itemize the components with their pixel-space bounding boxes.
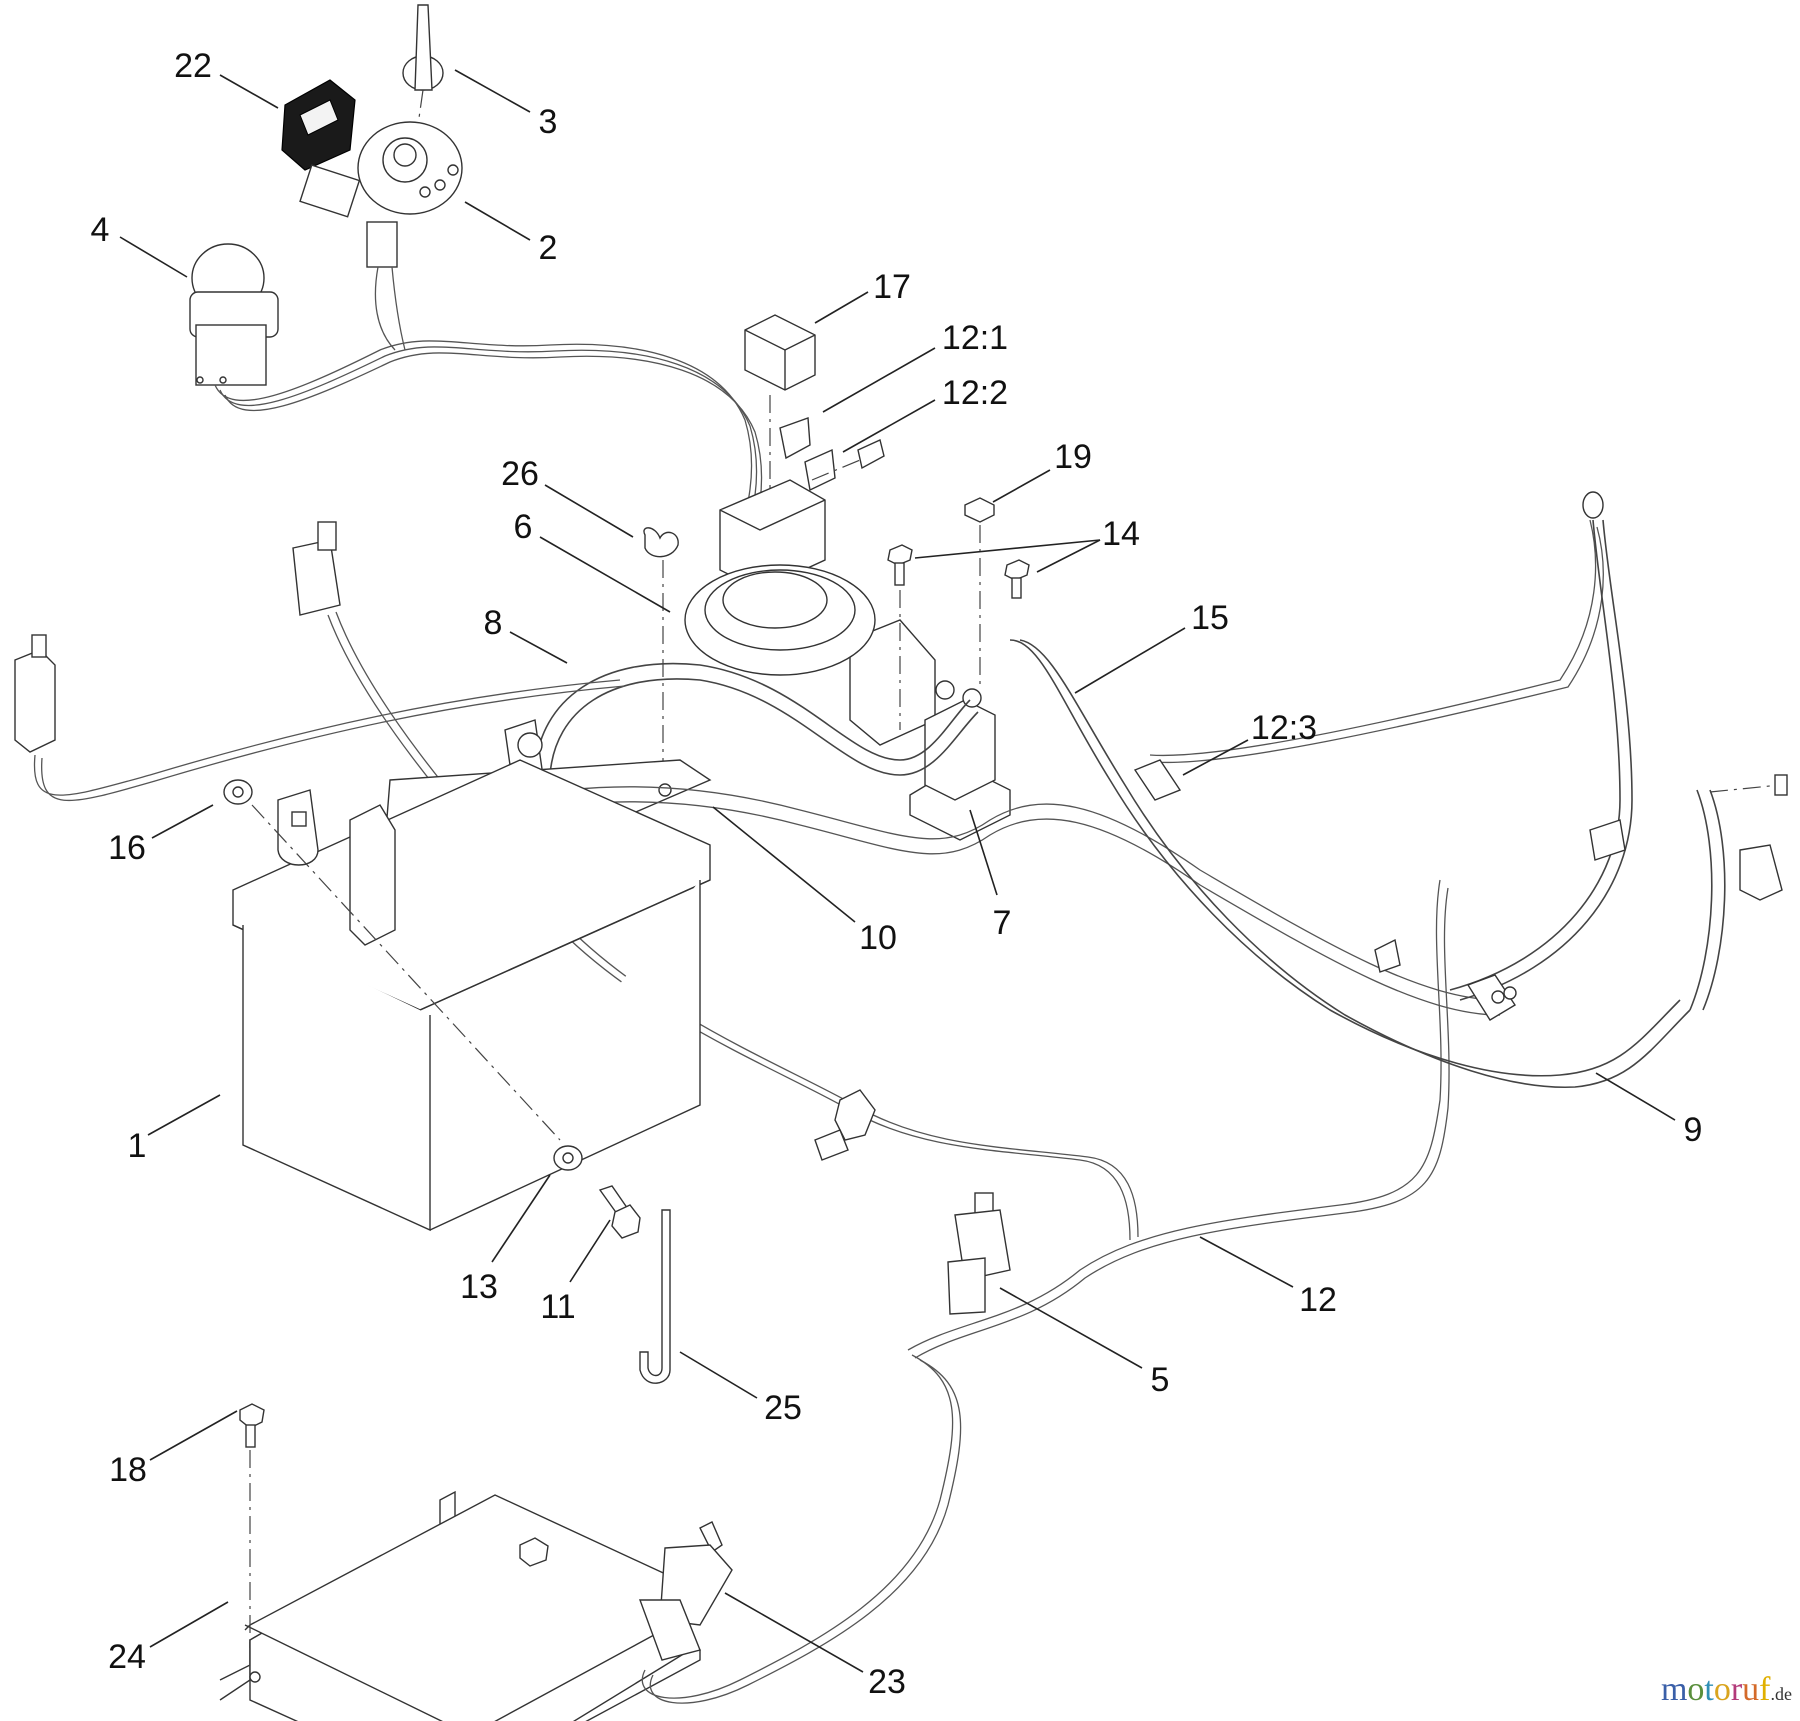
- leader-3: [454, 69, 531, 113]
- leader-11: [569, 1219, 611, 1283]
- callout-17: 17: [873, 268, 911, 306]
- leader-22: [219, 74, 279, 109]
- leader-12-3: [1182, 739, 1249, 776]
- washer-bolt-part: [553, 1145, 641, 1239]
- callout-12-3: 12:3: [1250, 709, 1318, 747]
- seat-switch-part: [638, 1521, 733, 1661]
- relay-connector-block-part: [281, 79, 356, 171]
- leader-23: [724, 1592, 864, 1673]
- callout-23: 23: [868, 1663, 906, 1701]
- leader-10: [712, 806, 856, 923]
- callout-6: 6: [513, 508, 533, 546]
- callout-12-2: 12:2: [941, 374, 1009, 412]
- callout-3: 3: [538, 103, 558, 141]
- leader-12-2: [842, 399, 936, 453]
- bolts-and-nut-part: [887, 497, 1030, 730]
- ignition-switch-part: [299, 121, 463, 351]
- callout-4: 4: [90, 211, 110, 249]
- leader-2: [464, 201, 531, 241]
- watermark-letter: u: [1742, 1671, 1760, 1708]
- watermark-letter: o: [1713, 1671, 1731, 1708]
- callout-19: 19: [1054, 438, 1092, 476]
- callout-7: 7: [992, 904, 1012, 942]
- leader-24: [149, 1601, 229, 1648]
- callout-22: 22: [174, 47, 212, 85]
- callout-13: 13: [460, 1268, 498, 1306]
- callout-15: 15: [1191, 599, 1229, 637]
- leader-6: [539, 536, 671, 613]
- callout-24: 24: [108, 1638, 146, 1676]
- leader-16: [151, 804, 214, 839]
- fuse-cover-part: [684, 564, 936, 746]
- callout-18: 18: [109, 1451, 147, 1489]
- leader-lines: [119, 69, 1676, 1673]
- leader-13: [491, 1174, 551, 1263]
- callout-10: 10: [859, 919, 897, 957]
- leader-12: [1199, 1236, 1294, 1288]
- leader-14a: [914, 539, 1101, 559]
- fuse-block-part: [719, 479, 826, 591]
- callout-9: 9: [1683, 1111, 1703, 1149]
- leader-17: [814, 291, 869, 324]
- watermark-letter: t: [1704, 1671, 1714, 1708]
- terminal-boot-part: [223, 779, 561, 1141]
- solenoid-part: [909, 680, 1011, 841]
- left-harness-part: [14, 634, 626, 802]
- callout-25: 25: [764, 1389, 802, 1427]
- leader-9: [1595, 1072, 1676, 1121]
- leader-5: [999, 1287, 1143, 1369]
- callout-1: 1: [127, 1127, 147, 1165]
- tray-part: [219, 1490, 701, 1721]
- callout-16: 16: [108, 829, 146, 867]
- leader-7: [969, 809, 998, 896]
- leader-25: [679, 1351, 758, 1399]
- watermark-logo: motoruf.de: [1661, 1671, 1792, 1709]
- callout-14: 14: [1102, 515, 1140, 553]
- rod-part: [639, 1209, 671, 1384]
- battery-part: [232, 759, 711, 1232]
- leader-19: [992, 469, 1051, 503]
- callout-5: 5: [1150, 1361, 1170, 1399]
- ignition-key-part: [402, 4, 444, 126]
- pto-switch-part: [189, 243, 279, 386]
- leader-8: [509, 631, 568, 664]
- relay-part: [744, 314, 816, 520]
- watermark-letter: m: [1660, 1671, 1688, 1708]
- callout-12-1: 12:1: [941, 319, 1009, 357]
- callout-11: 11: [540, 1288, 576, 1326]
- callout-8: 8: [483, 604, 503, 642]
- upper-harness: [214, 340, 763, 538]
- leader-18: [149, 1410, 238, 1461]
- watermark-suffix: .de: [1770, 1684, 1793, 1704]
- leader-12-1: [822, 347, 936, 413]
- plug-wire-part: [292, 521, 1139, 1241]
- watermark-letter: f: [1759, 1671, 1771, 1708]
- callout-26: 26: [501, 455, 539, 493]
- watermark-letter: o: [1687, 1671, 1705, 1708]
- watermark-letter: r: [1730, 1671, 1743, 1708]
- wing-nut-part: [643, 527, 679, 785]
- fuses-part: [779, 417, 885, 492]
- leader-15: [1074, 627, 1186, 694]
- flange-bolt-part: [239, 1403, 265, 1670]
- leader-14b: [1036, 539, 1101, 573]
- leader-1: [147, 1094, 221, 1136]
- leader-4: [119, 236, 188, 278]
- callout-12: 12: [1299, 1281, 1337, 1319]
- right-harness-part: [1009, 491, 1788, 1089]
- leader-26: [544, 484, 634, 538]
- callout-2: 2: [538, 229, 558, 267]
